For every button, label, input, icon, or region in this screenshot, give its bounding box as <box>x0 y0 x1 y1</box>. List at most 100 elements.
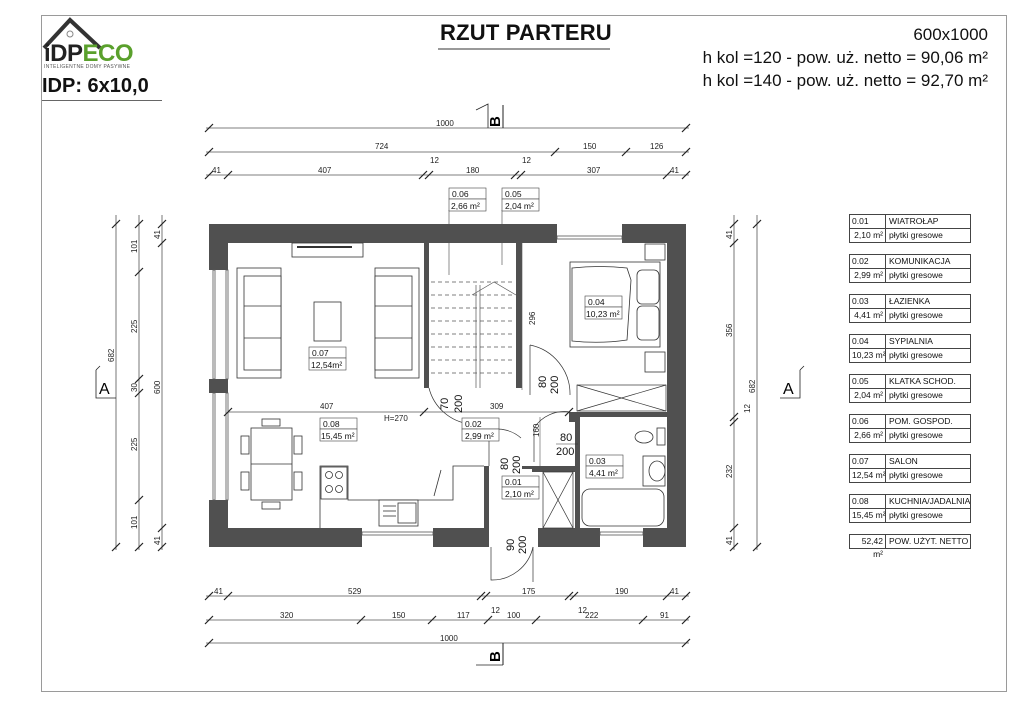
closets <box>542 384 667 529</box>
door-labels: 70 200 80 200 80 200 80 200 90 200 <box>439 376 578 554</box>
dim-top: 150 <box>583 142 597 151</box>
right-dimensions <box>733 215 758 550</box>
project-code: IDP: 6x10,0 <box>42 75 149 97</box>
section-label: A <box>99 381 110 398</box>
room-labels <box>308 187 624 500</box>
dim-right: 41 <box>725 536 734 545</box>
bathroom-fixtures <box>581 427 666 527</box>
dim-right: 356 <box>725 323 734 337</box>
dim-interior: 407 <box>320 402 334 411</box>
dim-left: 41 <box>153 230 162 239</box>
house-size: 600x1000 <box>913 25 988 44</box>
dim-bottom: 529 <box>348 587 362 596</box>
dim-top: 307 <box>587 166 601 175</box>
room-number: 0.07 <box>312 348 329 358</box>
dim-right: 682 <box>748 379 757 393</box>
top-dimension-ticks <box>204 123 691 180</box>
title-underline <box>438 48 610 50</box>
house-logo-icon <box>42 17 102 50</box>
dim-top: 41 <box>670 166 679 175</box>
room-area: 2,04 m² <box>505 201 534 211</box>
logo-tagline: INTELIGENTNE DOMY PASYWNE <box>44 64 131 70</box>
dim-top: 724 <box>375 142 389 151</box>
staircase <box>431 281 515 374</box>
room-area: 4,41 m² <box>589 468 618 478</box>
dim-bottom-total: 1000 <box>440 634 458 643</box>
area-line-2: h kol =140 - pow. uż. netto = 92,70 m² <box>702 71 988 90</box>
svg-text:200: 200 <box>556 446 574 458</box>
dim-bottom: 12 <box>491 606 500 615</box>
room-area: 2,10 m² <box>505 489 534 499</box>
svg-text:200: 200 <box>517 536 529 554</box>
room-number: 0.08 <box>323 419 340 429</box>
dim-left: 225 <box>130 437 139 451</box>
logo-idp: iDP <box>44 40 83 67</box>
dim-left: 30 <box>130 383 139 392</box>
logo-wordmark: iDPECO <box>44 40 134 68</box>
dim-bottom: 41 <box>670 587 679 596</box>
svg-text:200: 200 <box>453 395 465 413</box>
room-area: 10,23 m² <box>586 309 620 319</box>
dim-top: 41 <box>212 166 221 175</box>
room-area: 2,99 m² <box>465 431 494 441</box>
dim-top: 126 <box>650 142 664 151</box>
top-dimensions <box>206 127 689 176</box>
dim-bottom: 175 <box>522 587 536 596</box>
room-number: 0.06 <box>452 189 469 199</box>
interior-walls <box>424 243 667 528</box>
dim-left: 225 <box>130 319 139 333</box>
dim-bottom: 117 <box>457 611 470 620</box>
left-dimensions <box>115 215 163 550</box>
svg-text:80: 80 <box>537 376 549 388</box>
dim-right: 41 <box>725 230 734 239</box>
dim-bottom: 12 <box>578 606 587 615</box>
section-mark-a-right: A <box>780 365 805 399</box>
section-label: B <box>487 116 504 127</box>
area-info: 600x1000 h kol =120 - pow. uż. netto = 9… <box>703 23 988 92</box>
dim-right: 12 <box>743 404 752 413</box>
dim-interior: 309 <box>490 402 504 411</box>
section-mark-b-top: B <box>475 103 504 128</box>
svg-text:200: 200 <box>511 456 523 474</box>
svg-text:200: 200 <box>549 376 561 394</box>
area-line-1: h kol =120 - pow. uż. netto = 90,06 m² <box>702 48 988 67</box>
divider <box>42 100 162 101</box>
dim-left: 41 <box>153 536 162 545</box>
windows <box>212 235 644 536</box>
section-mark-a-left: A <box>95 365 116 399</box>
dim-interior: 160 <box>532 423 541 437</box>
dim-bottom: 150 <box>392 611 406 620</box>
room-number: 0.04 <box>588 297 605 307</box>
dim-bottom: 190 <box>615 587 629 596</box>
dim-left: 101 <box>130 239 139 253</box>
svg-text:70: 70 <box>439 398 451 410</box>
dim-right: 232 <box>725 464 734 478</box>
dim-bottom: 320 <box>280 611 294 620</box>
dim-top: 12 <box>430 156 439 165</box>
dim-bottom: 91 <box>660 611 669 620</box>
svg-text:90: 90 <box>505 539 517 551</box>
dim-top: 12 <box>522 156 531 165</box>
dim-bottom: 222 <box>585 611 599 620</box>
room-number: 0.02 <box>465 419 482 429</box>
section-label: B <box>487 651 504 662</box>
dim-bottom: 41 <box>214 587 223 596</box>
dim-left: 101 <box>130 515 139 529</box>
dining-table <box>240 418 303 510</box>
room-area: 15,45 m² <box>321 431 355 441</box>
drawing-frame <box>41 15 1007 692</box>
exterior-walls <box>209 224 686 547</box>
svg-text:80: 80 <box>560 432 572 444</box>
section-label: A <box>783 381 794 398</box>
room-height: H=270 <box>384 414 408 423</box>
bottom-dimensions <box>206 595 689 644</box>
